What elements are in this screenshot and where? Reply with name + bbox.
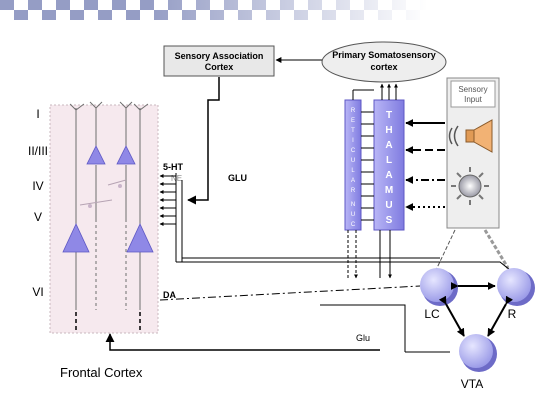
raphe-nucleus xyxy=(497,268,535,306)
glu-to-cortex-arrow xyxy=(105,333,310,351)
svg-text:U: U xyxy=(351,158,355,164)
svg-text:S: S xyxy=(386,215,393,226)
modulatory-input-arrows xyxy=(159,173,183,262)
neuron-somas xyxy=(62,145,154,253)
svg-text:R: R xyxy=(351,108,356,114)
svg-text:T: T xyxy=(351,128,355,134)
svg-text:C: C xyxy=(351,222,356,228)
svg-text:A: A xyxy=(385,140,392,151)
sensory-association-box xyxy=(163,45,275,77)
svg-text:L: L xyxy=(386,155,392,166)
pyramidal-neurons xyxy=(69,101,149,330)
reticular-thalamus-ticks xyxy=(361,111,374,221)
sensory-afferent-arrows xyxy=(405,119,445,211)
thalamus xyxy=(373,99,405,231)
layer-label: I xyxy=(36,107,39,121)
vta-nucleus xyxy=(459,334,497,372)
sensory-association-label-line2: Cortex xyxy=(205,62,234,72)
sensory-association-label-line1: Sensory Association xyxy=(175,51,264,61)
frontal-cortex-label: Frontal Cortex xyxy=(60,365,143,380)
layer-label: II/III xyxy=(28,144,48,158)
sensory-to-nuclei-lines xyxy=(435,229,510,271)
svg-text:U: U xyxy=(351,212,355,218)
svg-text:I: I xyxy=(352,138,354,144)
glu-pathway-arrow xyxy=(187,77,220,205)
lc-label: LC xyxy=(424,307,440,321)
layer-label: V xyxy=(34,210,42,224)
svg-text:A: A xyxy=(351,178,355,184)
svg-text:A: A xyxy=(385,170,392,181)
vta-label: VTA xyxy=(461,377,483,391)
layer-label: IV xyxy=(32,179,43,193)
dopamine-label: DA xyxy=(163,290,176,300)
svg-text:U: U xyxy=(385,200,392,211)
svg-text:R: R xyxy=(351,188,356,194)
layer-label: VI xyxy=(32,285,43,299)
glu-lower-label: Glu xyxy=(356,333,370,343)
sun-icon xyxy=(451,167,489,205)
svg-text:L: L xyxy=(351,168,355,174)
frontal-cortex-block xyxy=(49,104,159,334)
svg-text:M: M xyxy=(385,185,393,196)
primary-somatosensory-line2: cortex xyxy=(370,62,397,72)
brainstem-projection-lines xyxy=(159,257,511,301)
svg-text:T: T xyxy=(386,110,392,121)
sensory-input-line1: Sensory xyxy=(458,85,487,94)
serotonin-label: 5-HT xyxy=(163,162,184,172)
thalamus-downward-lines xyxy=(347,230,392,279)
svg-text:C: C xyxy=(351,148,356,154)
glu-upper-label: GLU xyxy=(228,173,247,183)
primary-somatosensory-ellipse xyxy=(321,41,447,83)
thalamus-letters: THA LAM US xyxy=(385,110,393,226)
svg-text:N: N xyxy=(351,202,355,208)
r-label: R xyxy=(508,307,517,321)
sensory-input-header xyxy=(450,80,496,108)
sensory-input-line2: Input xyxy=(464,95,483,104)
primary-somatosensory-line1: Primary Somatosensory xyxy=(332,50,436,60)
speaker-icon xyxy=(448,119,493,153)
locus-coeruleus-nucleus xyxy=(420,268,458,306)
nuclei-interconnection-arrows xyxy=(438,282,514,337)
reticular-nucleus-letters: RET ICU LAR NUC xyxy=(351,108,356,228)
norepinephrine-label: NE xyxy=(171,174,182,183)
glu-lower-line xyxy=(320,304,406,352)
svg-text:E: E xyxy=(351,118,355,124)
svg-text:H: H xyxy=(385,125,392,136)
thalamocortical-arrows xyxy=(352,83,398,100)
